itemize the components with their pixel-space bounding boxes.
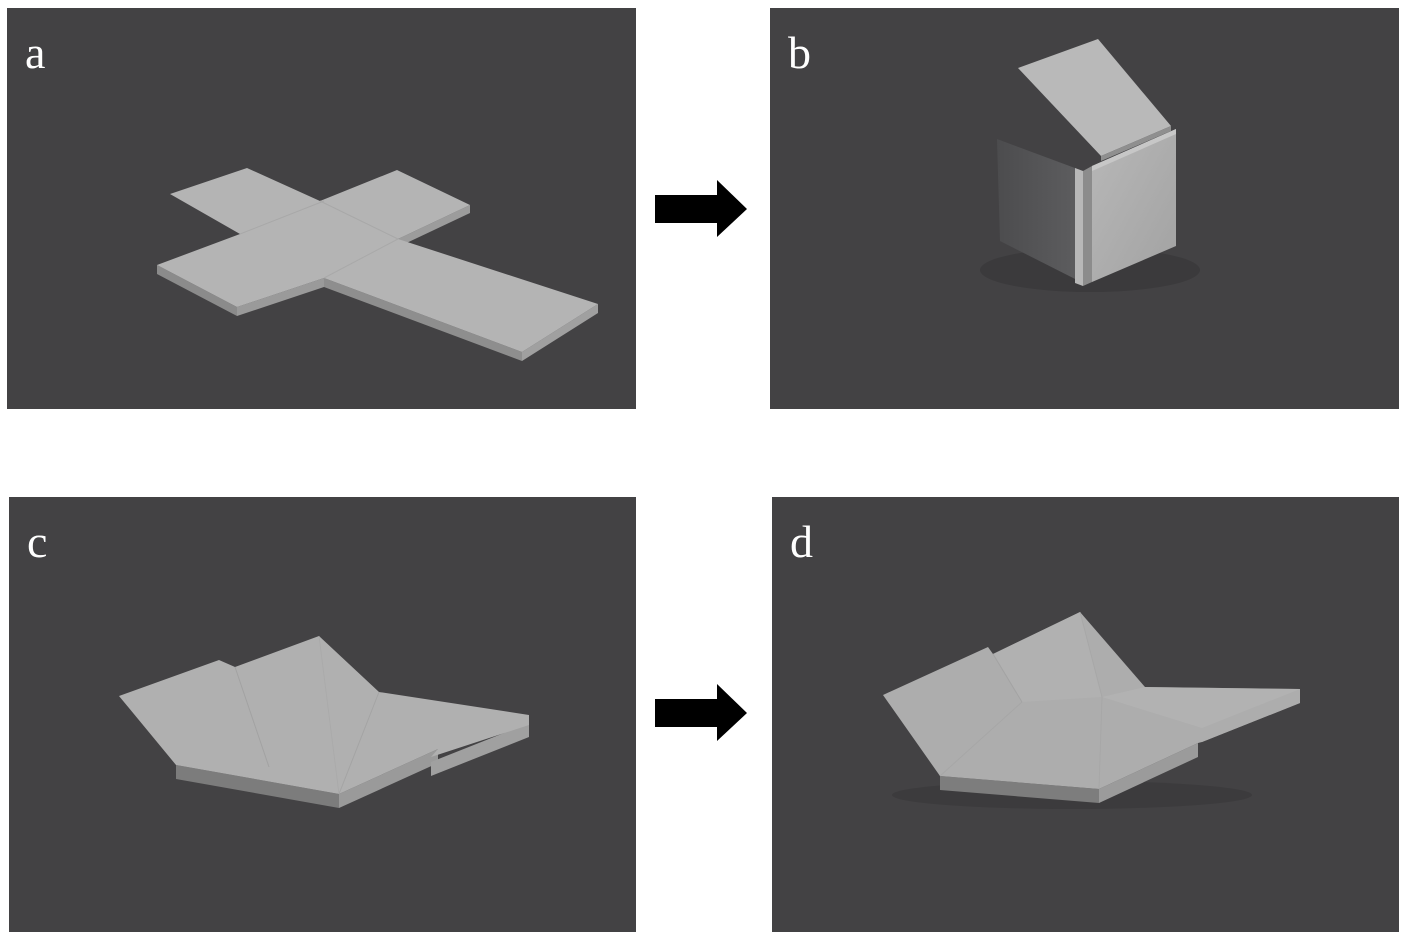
arrow-right-icon	[655, 684, 749, 742]
sheet-top-face	[119, 636, 529, 794]
folded-sheet-before-render	[119, 635, 529, 808]
folded-cube-render	[980, 39, 1200, 292]
panel-label-b: b	[788, 27, 811, 78]
sheet-top-face	[883, 612, 1300, 789]
panel-label-c: c	[27, 516, 48, 567]
panel-b: b	[770, 8, 1399, 409]
panel-d: d	[772, 497, 1399, 932]
panel-c: c	[9, 497, 636, 932]
arrow-right-icon	[655, 180, 749, 238]
cross-net-render	[157, 168, 598, 361]
panel-a: a	[7, 8, 636, 409]
panel-label-a: a	[25, 27, 46, 78]
folded-sheet-after-render	[883, 611, 1300, 809]
panel-label-d: d	[790, 516, 813, 567]
cross-top-face	[157, 168, 598, 352]
